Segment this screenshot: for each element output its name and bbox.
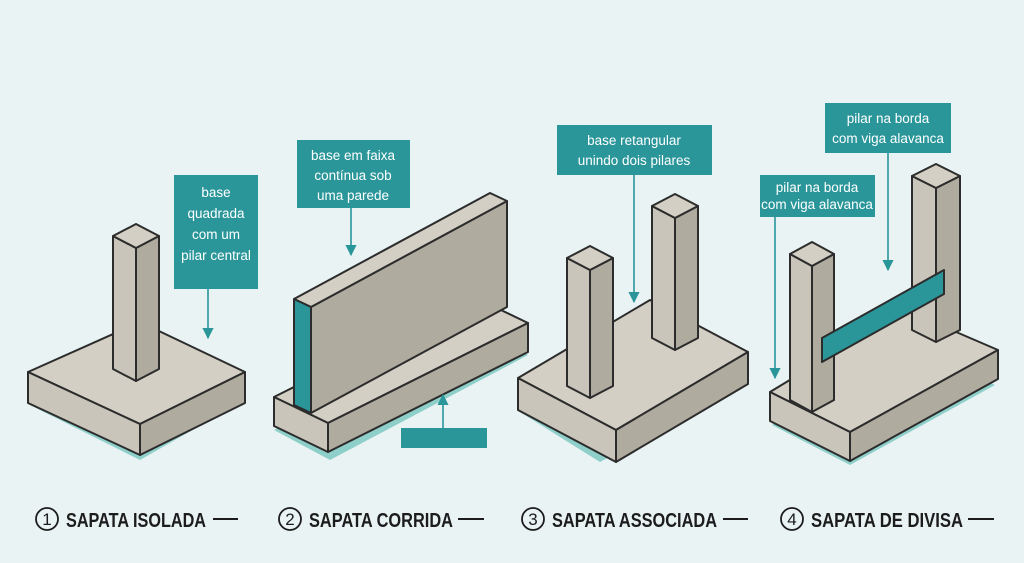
number-2: 2 (285, 510, 294, 529)
label-box-isolated (174, 175, 258, 289)
title-combined: 3 SAPATA ASSOCIADA (521, 507, 748, 532)
label-isolated-line-3: com um (192, 227, 240, 242)
footing-boundary-pillar-a-top (789, 241, 835, 267)
label-boundary-left-line-2: com viga alavanca (761, 197, 873, 212)
label-boundary-right-line-2: com viga alavanca (832, 131, 944, 146)
footing-isolated-pillar-top (112, 223, 160, 249)
footing-boundary-pillar-a-left (789, 253, 813, 413)
strip-empty-tag (401, 428, 487, 448)
label-isolated-line-2: quadrada (187, 206, 245, 221)
footing-boundary-base-front-right (849, 349, 999, 462)
footing-combined-pillar-b-left (651, 205, 676, 351)
footing-combined-pillar-a-top (566, 245, 614, 271)
label-box-boundary-right (825, 103, 951, 153)
label-strip-line-3: uma parede (317, 188, 389, 203)
number-4: 4 (787, 510, 796, 529)
footing-isolated-pillar-right (135, 235, 160, 382)
footing-combined-base-front-right (615, 351, 749, 463)
title-strip: 2 SAPATA CORRIDA (278, 507, 484, 532)
footing-strip: base em faixa contínua sob uma parede (273, 140, 529, 460)
label-combined-line-1: base retangular (587, 133, 681, 148)
label-box-strip (297, 140, 410, 208)
label-combined-line-2: unindo dois pilares (578, 153, 691, 168)
title-text-combined: SAPATA ASSOCIADA (552, 510, 717, 532)
number-3: 3 (528, 510, 537, 529)
footing-combined-pillar-b-right (674, 205, 699, 351)
number-circle-2 (278, 507, 302, 531)
label-boundary-right-line-1: pilar na borda (847, 111, 930, 126)
footing-boundary: pilar na borda com viga alavanca pilar n… (760, 103, 999, 465)
label-strip-line-1: base em faixa (311, 148, 396, 163)
footing-isolated-base-front-right (139, 371, 246, 456)
label-strip-line-2: contínua sob (314, 168, 391, 183)
footing-boundary-pillar-b-top (911, 163, 961, 189)
title-text-isolated: SAPATA ISOLADA (66, 510, 206, 532)
footing-strip-base-front-right (327, 322, 529, 453)
title-isolated: 1 SAPATA ISOLADA (35, 507, 238, 532)
footing-boundary-pillar-b-left (911, 175, 937, 343)
footing-combined-pillar-b-top (651, 193, 699, 219)
number-1: 1 (42, 510, 51, 529)
footing-combined-pillar-a-right (589, 257, 614, 399)
footing-combined: base retangular unindo dois pilares (517, 125, 749, 463)
number-circle-1 (35, 507, 59, 531)
number-circle-3 (521, 507, 545, 531)
title-boundary: 4 SAPATA DE DIVISA (780, 507, 994, 532)
title-text-strip: SAPATA CORRIDA (309, 510, 453, 532)
label-box-boundary-left (760, 175, 875, 217)
footing-isolated: base quadrada com um pilar central (27, 175, 258, 460)
footing-isolated-pillar-left (112, 235, 137, 382)
label-isolated-line-4: pilar central (181, 248, 251, 263)
label-boundary-left-line-1: pilar na borda (776, 180, 859, 195)
label-box-combined (557, 125, 712, 175)
title-text-boundary: SAPATA DE DIVISA (811, 510, 963, 532)
footing-strip-wall-end (293, 298, 312, 414)
number-circle-4 (780, 507, 804, 531)
label-isolated-line-1: base (201, 185, 230, 200)
footing-combined-pillar-a-left (566, 257, 591, 399)
footing-boundary-lever-beam (821, 269, 945, 363)
footing-boundary-pillar-b-right (935, 175, 961, 343)
